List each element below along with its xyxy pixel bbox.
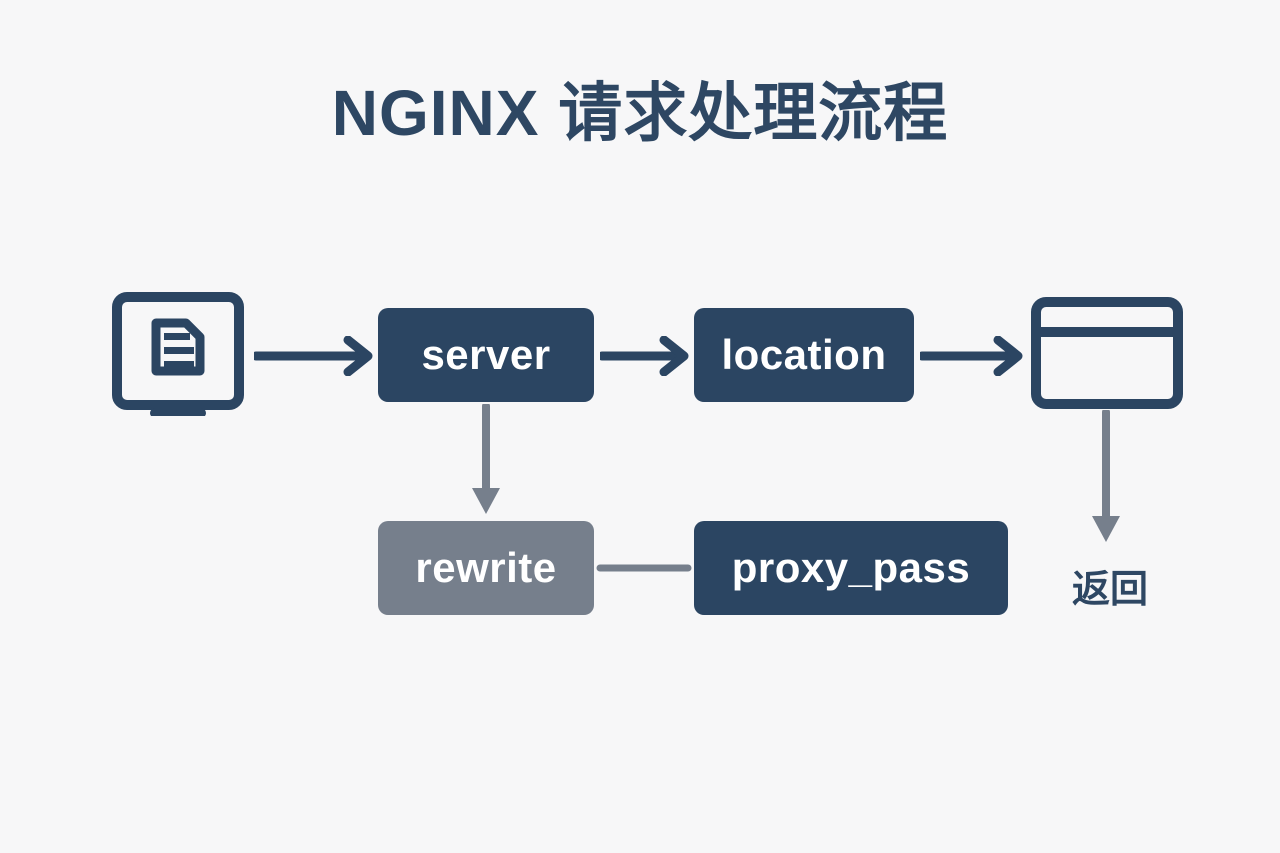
node-proxy-pass-label: proxy_pass bbox=[731, 544, 971, 591]
arrow-browser-to-return bbox=[1086, 408, 1126, 546]
arrow-server-to-location bbox=[597, 335, 690, 377]
node-server[interactable]: server bbox=[378, 308, 594, 402]
node-rewrite-label: rewrite bbox=[415, 544, 557, 591]
arrow-location-to-browser bbox=[917, 335, 1024, 377]
page-title: NGINX 请求处理流程 bbox=[331, 77, 949, 149]
arrow-server-to-rewrite bbox=[466, 402, 506, 518]
browser-window-icon bbox=[1030, 296, 1184, 410]
node-location[interactable]: location bbox=[694, 308, 914, 402]
node-rewrite[interactable]: rewrite bbox=[378, 521, 594, 615]
node-server-label: server bbox=[421, 331, 551, 378]
node-location-label: location bbox=[721, 331, 887, 378]
node-proxy-pass[interactable]: proxy_pass bbox=[694, 521, 1008, 615]
line-rewrite-to-proxy-pass bbox=[596, 552, 692, 584]
arrow-client-to-server bbox=[251, 335, 374, 377]
return-label: 返回 bbox=[1071, 569, 1148, 611]
desktop-monitor-document-icon bbox=[112, 292, 244, 419]
